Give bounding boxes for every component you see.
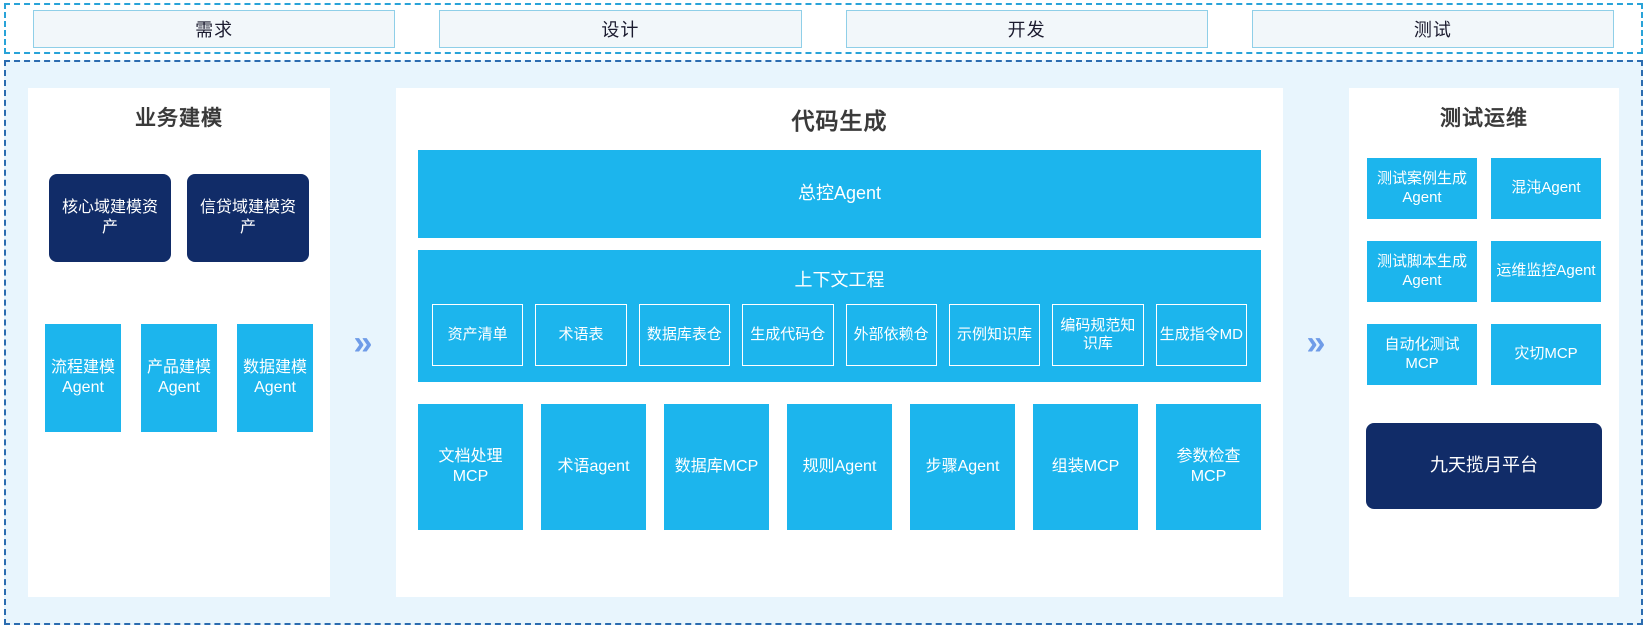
panel-code-generation: 代码生成 总控Agent 上下文工程 资产清单 术语表 数据库表仓 生成代码仓 … (396, 88, 1283, 597)
tool-card-assembly-mcp[interactable]: 组装MCP (1033, 404, 1138, 530)
panel-business-modeling: 业务建模 核心域建模资产 信贷域建模资产 流程建模Agent 产品建模Agent… (28, 88, 330, 597)
context-item-db-table-repo[interactable]: 数据库表仓 (638, 304, 731, 366)
stage-box-requirements[interactable]: 需求 (33, 9, 396, 48)
context-engineering-title: 上下文工程 (794, 270, 885, 290)
tool-card-glossary-agent[interactable]: 术语agent (541, 404, 646, 530)
test-ops-card-disaster-switch-mcp[interactable]: 灾切MCP (1491, 324, 1601, 385)
business-assets-row: 核心域建模资产 信贷域建模资产 (49, 174, 309, 262)
asset-card-core-domain[interactable]: 核心域建模资产 (49, 174, 171, 262)
test-ops-grid: 测试案例生成Agent 混沌Agent 测试脚本生成Agent 运维监控Agen… (1367, 158, 1601, 385)
chevron-right-icon-1: » (353, 323, 373, 362)
agent-card-product-modeling[interactable]: 产品建模Agent (141, 324, 217, 432)
chevron-right-icon-2: » (1306, 323, 1326, 362)
tool-card-database-mcp[interactable]: 数据库MCP (664, 404, 769, 530)
context-items-row: 资产清单 术语表 数据库表仓 生成代码仓 外部依赖仓 示例知识库 编码规范知识库… (432, 304, 1247, 366)
code-generation-content: 总控Agent 上下文工程 资产清单 术语表 数据库表仓 生成代码仓 外部依赖仓… (396, 142, 1283, 530)
agent-card-process-modeling[interactable]: 流程建模Agent (45, 324, 121, 432)
business-agents-row: 流程建模Agent 产品建模Agent 数据建模Agent (45, 324, 313, 432)
tool-card-rule-agent[interactable]: 规则Agent (787, 404, 892, 530)
stage-strip: 需求 设计 开发 测试 (4, 3, 1643, 54)
tool-card-parameter-check-mcp[interactable]: 参数检查MCP (1156, 404, 1261, 530)
tool-card-step-agent[interactable]: 步骤Agent (910, 404, 1015, 530)
platform-card-jiutian-lanyue[interactable]: 九天揽月平台 (1366, 423, 1602, 509)
master-agent-bar[interactable]: 总控Agent (418, 150, 1261, 238)
test-ops-card-test-case-generation-agent[interactable]: 测试案例生成Agent (1367, 158, 1477, 219)
test-ops-card-chaos-agent[interactable]: 混沌Agent (1491, 158, 1601, 219)
tool-card-document-processing-mcp[interactable]: 文档处理MCP (418, 404, 523, 530)
panel-title-code-generation: 代码生成 (791, 108, 888, 134)
panel-title-test-ops: 测试运维 (1440, 107, 1528, 130)
panel-test-ops: 测试运维 测试案例生成Agent 混沌Agent 测试脚本生成Agent 运维监… (1349, 88, 1619, 597)
context-item-coding-standard-knowledge-base[interactable]: 编码规范知识库 (1052, 304, 1144, 366)
panel-title-business-modeling: 业务建模 (135, 107, 223, 130)
stage-box-design[interactable]: 设计 (439, 9, 802, 48)
agent-card-data-modeling[interactable]: 数据建模Agent (237, 324, 313, 432)
context-engineering-block: 上下文工程 资产清单 术语表 数据库表仓 生成代码仓 外部依赖仓 示例知识库 编… (418, 250, 1261, 382)
test-ops-card-test-script-generation-agent[interactable]: 测试脚本生成Agent (1367, 241, 1477, 302)
stage-box-testing[interactable]: 测试 (1251, 9, 1614, 48)
context-item-external-dependency-repo[interactable]: 外部依赖仓 (845, 304, 937, 366)
context-item-generated-code-repo[interactable]: 生成代码仓 (742, 304, 834, 366)
stage-box-development[interactable]: 开发 (845, 9, 1208, 48)
main-diagram-area: 业务建模 核心域建模资产 信贷域建模资产 流程建模Agent 产品建模Agent… (4, 60, 1643, 625)
test-ops-card-ops-monitoring-agent[interactable]: 运维监控Agent (1491, 241, 1601, 302)
context-item-glossary[interactable]: 术语表 (535, 304, 627, 366)
context-item-example-knowledge-base[interactable]: 示例知识库 (948, 304, 1041, 366)
context-item-generation-instruction-md[interactable]: 生成指令MD (1155, 304, 1247, 366)
code-generation-tools-row: 文档处理MCP 术语agent 数据库MCP 规则Agent 步骤Agent 组… (418, 404, 1261, 530)
test-ops-card-automated-testing-mcp[interactable]: 自动化测试MCP (1367, 324, 1477, 385)
asset-card-credit-domain[interactable]: 信贷域建模资产 (187, 174, 309, 262)
context-item-asset-list[interactable]: 资产清单 (432, 304, 524, 366)
